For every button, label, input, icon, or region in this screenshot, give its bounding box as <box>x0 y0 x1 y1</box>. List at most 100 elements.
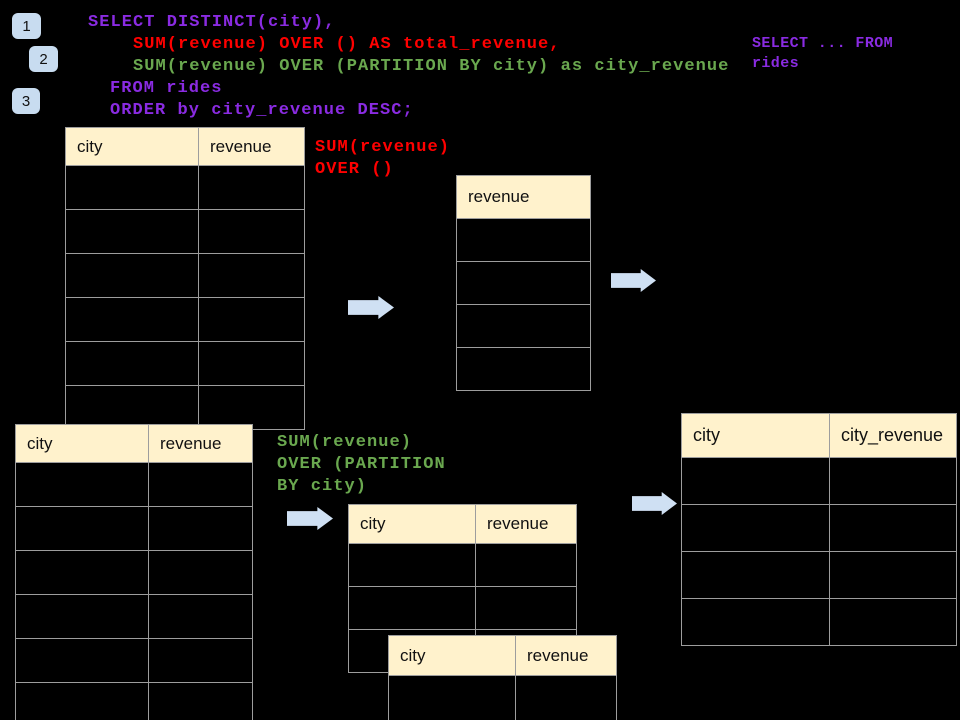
annotation-line: OVER () <box>315 160 394 179</box>
header-row: revenue <box>456 175 591 219</box>
column-header: revenue <box>456 175 591 219</box>
empty-cell <box>198 253 305 298</box>
empty-cell <box>65 385 199 430</box>
table-row <box>348 586 577 630</box>
step-badge-2: 2 <box>29 46 58 72</box>
table-row <box>15 506 253 551</box>
empty-cell <box>681 598 830 646</box>
column-header: revenue <box>148 424 253 463</box>
column-header: revenue <box>198 127 305 166</box>
column-header: city <box>348 504 476 544</box>
table-row <box>388 675 617 720</box>
empty-cell <box>15 550 149 595</box>
empty-cell <box>456 347 591 391</box>
column-header: city <box>65 127 199 166</box>
empty-cell <box>65 341 199 386</box>
empty-cell <box>681 457 830 505</box>
annotation-line: BY city) <box>277 477 368 496</box>
flow-arrow-right-icon <box>348 296 394 319</box>
table-row <box>456 347 591 391</box>
table-row <box>65 297 305 342</box>
empty-cell <box>148 550 253 595</box>
empty-cell <box>681 551 830 599</box>
empty-cell <box>348 543 476 587</box>
table-row <box>65 341 305 386</box>
flow-arrow-right-icon <box>287 507 333 530</box>
sql-line-order-by: ORDER by city_revenue DESC; <box>110 101 414 120</box>
table-row <box>456 304 591 348</box>
sql-snippet-line: rides <box>752 55 800 72</box>
annotation-line: SUM(revenue) <box>277 433 413 452</box>
sql-line-from: FROM rides <box>110 79 223 98</box>
empty-cell <box>388 675 516 720</box>
empty-cell <box>198 165 305 210</box>
table-row <box>15 550 253 595</box>
empty-cell <box>198 341 305 386</box>
step-badge-1: 1 <box>12 13 41 39</box>
empty-cell <box>15 594 149 639</box>
empty-cell <box>681 504 830 552</box>
empty-cell <box>148 462 253 507</box>
table-row <box>681 457 957 505</box>
table-row <box>65 209 305 254</box>
step-badge-3: 3 <box>12 88 40 114</box>
empty-cell <box>456 304 591 348</box>
sql-line-select: SELECT DISTINCT(city), <box>88 13 336 32</box>
empty-cell <box>456 261 591 305</box>
column-header: city <box>388 635 516 676</box>
table-row <box>456 261 591 305</box>
empty-cell <box>15 462 149 507</box>
table-row <box>65 165 305 210</box>
empty-cell <box>148 638 253 683</box>
empty-cell <box>198 209 305 254</box>
column-header: revenue <box>475 504 577 544</box>
sql-line-city-revenue: SUM(revenue) OVER (PARTITION BY city) as… <box>133 57 730 76</box>
table-row <box>681 504 957 552</box>
empty-cell <box>15 638 149 683</box>
empty-cell <box>515 675 617 720</box>
empty-cell <box>15 682 149 720</box>
sql-snippet-line: SELECT ... FROM <box>752 35 894 52</box>
empty-cell <box>65 209 199 254</box>
empty-cell <box>148 506 253 551</box>
empty-cell <box>65 165 199 210</box>
table-row <box>15 682 253 720</box>
column-header: city_revenue <box>829 413 957 458</box>
column-header: city <box>681 413 830 458</box>
empty-cell <box>198 385 305 430</box>
table-row <box>15 638 253 683</box>
table-row <box>681 598 957 646</box>
table-row <box>65 253 305 298</box>
empty-cell <box>829 504 957 552</box>
empty-cell <box>148 594 253 639</box>
annotation-line: OVER (PARTITION <box>277 455 446 474</box>
empty-cell <box>348 586 476 630</box>
table-row <box>15 594 253 639</box>
annotation-line: SUM(revenue) <box>315 138 451 157</box>
table-row <box>348 543 577 587</box>
table-row <box>456 218 591 262</box>
empty-cell <box>475 543 577 587</box>
column-header: city <box>15 424 149 463</box>
empty-cell <box>829 457 957 505</box>
table-row <box>65 385 305 430</box>
empty-cell <box>15 506 149 551</box>
empty-cell <box>829 551 957 599</box>
sql-line-total-revenue: SUM(revenue) OVER () AS total_revenue, <box>133 35 561 54</box>
empty-cell <box>65 297 199 342</box>
column-header: revenue <box>515 635 617 676</box>
empty-cell <box>475 586 577 630</box>
empty-cell <box>198 297 305 342</box>
table-row <box>15 462 253 507</box>
empty-cell <box>65 253 199 298</box>
empty-cell <box>148 682 253 720</box>
